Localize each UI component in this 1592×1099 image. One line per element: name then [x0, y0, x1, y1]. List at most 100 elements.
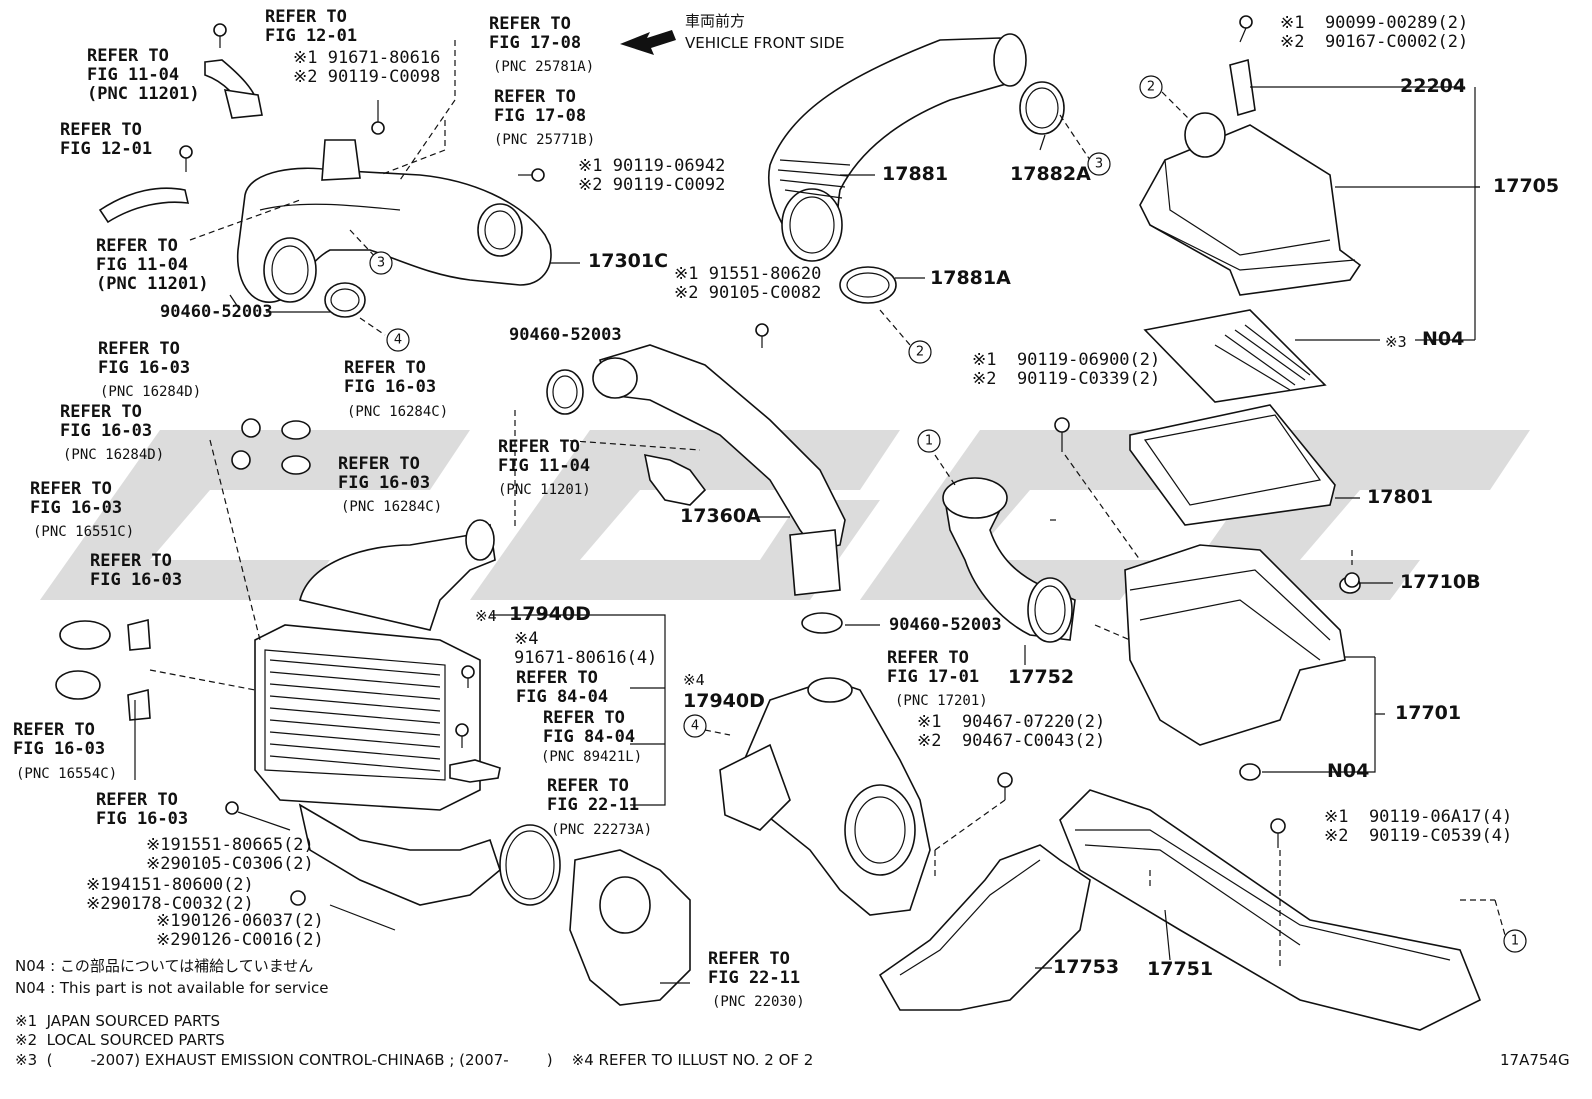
callouts: 2 3 2 3 4 1 4 1 [369, 75, 1527, 953]
note-n04-jp: N04 : この部品については補給していません [15, 957, 314, 975]
fastener-91551-80665[interactable]: ※191551-80665(2) ※290105-C0306(2) [146, 835, 314, 874]
intercooler-assembly [254, 519, 501, 906]
throttle-body [719, 677, 931, 916]
fastener-91671-80616[interactable]: ※1 91671-80616 ※2 90119-C0098 [293, 48, 441, 87]
ref-fig-16-03-a[interactable]: REFER TO FIG 16-03 [98, 339, 191, 378]
clamp-17881a [839, 266, 897, 304]
ref-fig-16-03-c[interactable]: REFER TO FIG 16-03 [344, 358, 437, 397]
ref-fig-17-01[interactable]: REFER TO FIG 17-01 [887, 648, 980, 687]
ref-fig-17-08-b-pnc: (PNC 25771B) [494, 132, 596, 148]
ref-fig-16-03-h[interactable]: REFER TO FIG 16-03 [96, 790, 189, 829]
air-filter-17801 [1129, 404, 1336, 526]
ref-fig-12-01-left[interactable]: REFER TO FIG 12-01 [60, 120, 153, 159]
ref-fig-22-11-a[interactable]: REFER TO FIG 22-11 [547, 776, 640, 815]
ref-fig-16-03-a-pnc: (PNC 16284D) [100, 384, 202, 400]
duct-17753 [878, 844, 1091, 1011]
bolts [179, 15, 1360, 931]
ref-fig-84-04-a[interactable]: REFER TO FIG 84-04 [516, 668, 609, 707]
callout-3-right: 3 [1095, 157, 1103, 172]
part-17752[interactable]: 17752 [1008, 666, 1075, 688]
intake-duct-17881 [767, 33, 1027, 262]
dashed-lines [149, 40, 1506, 970]
fastener-90119-06942[interactable]: ※1 90119-06942 ※2 90119-C0092 [578, 156, 726, 195]
ref-fig-84-04-b[interactable]: REFER TO FIG 84-04 [543, 708, 636, 747]
ref-fig-16-03-d[interactable]: REFER TO FIG 16-03 [338, 454, 431, 493]
ref-fig-16-03-d-pnc: (PNC 16284C) [341, 499, 443, 515]
part-n04-bottom[interactable]: N04 [1327, 760, 1370, 782]
part-17882a[interactable]: 17882A [1010, 163, 1091, 185]
ref-fig-22-11-a-pnc: (PNC 22273A) [551, 822, 653, 838]
part-17881a[interactable]: 17881A [930, 267, 1011, 289]
note-n04-en: N04 : This part is not available for ser… [15, 979, 329, 997]
part-17753[interactable]: 17753 [1053, 956, 1120, 978]
ref-fig-17-01-pnc: (PNC 17201) [895, 693, 988, 709]
ref-fig-11-04-mid-pnc: (PNC 11201) [498, 482, 591, 498]
ref-fig-16-03-e[interactable]: REFER TO FIG 16-03 [30, 479, 123, 518]
hose-upper-left [98, 59, 263, 224]
part-17705[interactable]: 17705 [1493, 175, 1560, 197]
part-17751[interactable]: 17751 [1147, 958, 1214, 980]
ref-fig-12-01-top[interactable]: REFER TO FIG 12-01 [265, 7, 358, 46]
ref-fig-22-11-b-pnc: (PNC 22030) [712, 994, 805, 1010]
ref-fig-16-03-b[interactable]: REFER TO FIG 16-03 [60, 402, 153, 441]
ref-fig-17-08-a-pnc: (PNC 25781A) [493, 59, 595, 75]
intake-pipe-17301c [236, 139, 552, 303]
fastener-91551-80620[interactable]: ※1 91551-80620 ※2 90105-C0082 [674, 264, 822, 303]
part-17881[interactable]: 17881 [882, 163, 949, 185]
clamp-17882a [1019, 81, 1065, 135]
part-17701[interactable]: 17701 [1395, 702, 1462, 724]
arrow-label-jp: 車両前方 [685, 12, 746, 30]
ref-fig-11-04-mid[interactable]: REFER TO FIG 11-04 [498, 437, 591, 476]
part-17801[interactable]: 17801 [1367, 486, 1434, 508]
callout-4-left: 4 [394, 333, 402, 348]
callout-3-left: 3 [377, 256, 385, 271]
sensor-small [449, 759, 501, 783]
part-17360a[interactable]: 17360A [680, 505, 761, 527]
callout-2-mid: 2 [916, 345, 924, 360]
part-90460-lower[interactable]: 90460-52003 [889, 615, 1002, 635]
ref-fig-84-04-b-pnc: (PNC 89421L) [541, 749, 643, 765]
part-90460-left[interactable]: 90460-52003 [160, 302, 273, 322]
callout-4-mid: 4 [691, 719, 699, 734]
part-17301c[interactable]: 17301C [588, 250, 669, 272]
callout-1-mid: 1 [925, 434, 933, 449]
small-hoses-left [55, 418, 311, 721]
fastener-90126-06037[interactable]: ※190126-06037(2) ※290126-C0016(2) [156, 911, 324, 950]
note-emission-control: ※3 ( -2007) EXHAUST EMISSION CONTROL-CHI… [15, 1051, 814, 1069]
part-n04-top[interactable]: N04 [1422, 328, 1465, 350]
ref-fig-17-08-b[interactable]: REFER TO FIG 17-08 [494, 87, 587, 126]
clamp-90460-left [324, 282, 366, 318]
part-17940d-b[interactable]: 17940D [683, 690, 765, 712]
mark-3: ※3 [1385, 333, 1407, 351]
part-22204[interactable]: 22204 [1400, 75, 1467, 97]
ref-fig-11-04-top[interactable]: REFER TO FIG 11-04 (PNC 11201) [87, 46, 200, 104]
callout-1-bottom: 1 [1511, 934, 1519, 949]
gasket-ring [499, 824, 561, 906]
ref-fig-16-03-g-pnc: (PNC 16554C) [16, 766, 118, 782]
fastener-90119-06a17[interactable]: ※1 90119-06A17(4) ※2 90119-C0539(4) [1324, 807, 1513, 846]
ref-fig-16-03-e-pnc: (PNC 16551C) [33, 524, 135, 540]
ref-fig-17-08-a[interactable]: REFER TO FIG 17-08 [489, 14, 582, 53]
ref-fig-22-11-b[interactable]: REFER TO FIG 22-11 [708, 949, 801, 988]
fastener-90467-07220[interactable]: ※1 90467-07220(2) ※2 90467-C0043(2) [917, 712, 1106, 751]
note-local-sourced: ※2 LOCAL SOURCED PARTS [15, 1031, 225, 1049]
fastener-90119-06900[interactable]: ※1 90119-06900(2) ※2 90119-C0339(2) [972, 350, 1161, 389]
part-90460-mid[interactable]: 90460-52003 [509, 325, 622, 345]
mark-4-a: ※4 [475, 607, 497, 625]
fastener-91671-80616-4[interactable]: ※4 91671-80616(4) [514, 629, 658, 668]
leader-lines [134, 86, 1480, 984]
callout-2-top: 2 [1147, 80, 1155, 95]
fastener-94151-80600[interactable]: ※194151-80600(2) ※290178-C0032(2) [86, 875, 254, 914]
part-17940d-a[interactable]: 17940D [509, 603, 591, 625]
clamp-90460-lower [801, 612, 843, 634]
ref-fig-11-04-left[interactable]: REFER TO FIG 11-04 (PNC 11201) [96, 236, 209, 294]
ref-fig-16-03-g[interactable]: REFER TO FIG 16-03 [13, 720, 106, 759]
duct-17751 [1059, 789, 1482, 1031]
throttle-valve [569, 849, 691, 1006]
vehicle-front-arrow [620, 30, 676, 55]
part-17710b[interactable]: 17710B [1400, 571, 1481, 593]
fastener-90099-00289[interactable]: ※1 90099-00289(2) ※2 90167-C0002(2) [1280, 13, 1469, 52]
air-cleaner-cap-17705 [1139, 58, 1362, 296]
ref-fig-16-03-f[interactable]: REFER TO FIG 16-03 [90, 551, 183, 590]
